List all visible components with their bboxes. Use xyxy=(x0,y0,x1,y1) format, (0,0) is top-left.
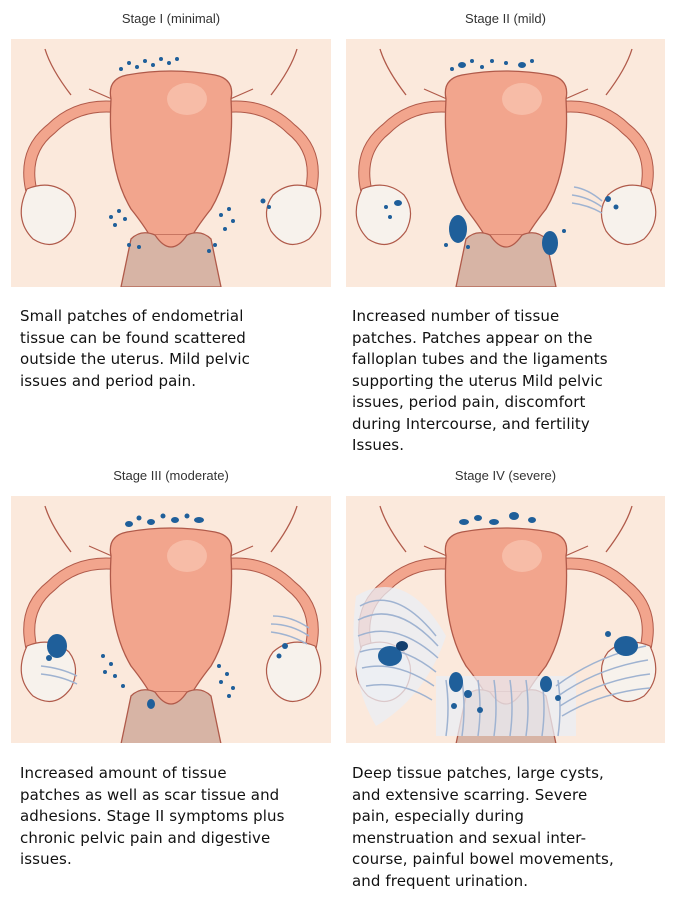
stage-4-description-line: and frequent urination. xyxy=(352,871,529,890)
stage-2-scar-strands-icon xyxy=(571,186,603,214)
stage-4-description: Deep tissue patches, large cysts, and ex… xyxy=(352,763,672,892)
stage-2-description-line: patches. Patches appear on the xyxy=(352,328,593,347)
stage-2-lesion-dots-icon xyxy=(384,59,619,255)
stage-1-title: Stage I (minimal) xyxy=(121,11,221,26)
stage-4-description-line: pain, especially during xyxy=(352,807,524,825)
stage-1-description-line: Small patches of endometrial xyxy=(20,307,244,325)
stage-3-lesion-dots-icon xyxy=(46,513,288,709)
stage-4-description-line: menstruation and sexual inter- xyxy=(352,828,587,847)
stage-1-illustration xyxy=(11,39,331,287)
stage-1-description-line: tissue can be found scattered xyxy=(20,328,246,347)
stage-1-description-line: issues and period pain. xyxy=(20,371,197,390)
stage-4-lesion-dots-icon xyxy=(378,512,638,713)
stage-1-description: Small patches of endometrial tissue can … xyxy=(20,306,330,392)
stage-1-uterus-icon xyxy=(20,48,322,287)
stage-2-description-line: during Intercourse, and fertility xyxy=(352,414,590,433)
stage-2-uterus-icon xyxy=(355,48,657,287)
stage-2-illustration xyxy=(346,39,665,287)
stage-2-description-line: supporting the uterus Mild pelvic xyxy=(352,371,603,390)
stage-2-description-line: falloplan tubes and the ligaments xyxy=(352,350,608,368)
stage-4-description-line: and extensive scarring. Severe xyxy=(352,785,588,804)
stage-3-description-line: patches as well as scar tissue and xyxy=(20,785,280,804)
stage-4-uterus-icon xyxy=(353,505,657,743)
stage-4-description-line: Deep tissue patches, large cysts, xyxy=(352,764,604,782)
stage-4-title: Stage IV (severe) xyxy=(454,468,557,483)
stage-3-title: Stage III (moderate) xyxy=(113,468,229,483)
stage-2-description-line: issues, period pain, discomfort xyxy=(352,393,586,411)
stage-2-title: Stage II (mild) xyxy=(465,11,546,26)
stage-2-description-line: Issues. xyxy=(352,436,405,454)
stage-3-description-line: Increased amount of tissue xyxy=(20,764,227,782)
stage-4-illustration xyxy=(346,496,665,743)
stage-2-description: Increased number of tissue patches. Patc… xyxy=(352,306,672,457)
stage-3-illustration xyxy=(11,496,331,743)
stage-4-description-line: course, painful bowel movements, xyxy=(352,850,614,868)
stage-2-description-line: Increased number of tissue xyxy=(352,307,560,325)
stage-1-description-line: outside the uterus. Mild pelvic xyxy=(20,350,250,368)
stage-3-description: Increased amount of tissue patches as we… xyxy=(20,763,340,871)
stage-3-description-line: issues. xyxy=(20,850,72,868)
stage-3-scar-strands-icon xyxy=(40,615,310,685)
stage-3-uterus-icon xyxy=(20,505,322,743)
stage-1-lesion-dots-icon xyxy=(109,57,271,253)
stage-3-description-line: chronic pelvic pain and digestive xyxy=(20,828,271,847)
stage-3-description-line: adhesions. Stage II symptoms plus xyxy=(20,807,285,825)
